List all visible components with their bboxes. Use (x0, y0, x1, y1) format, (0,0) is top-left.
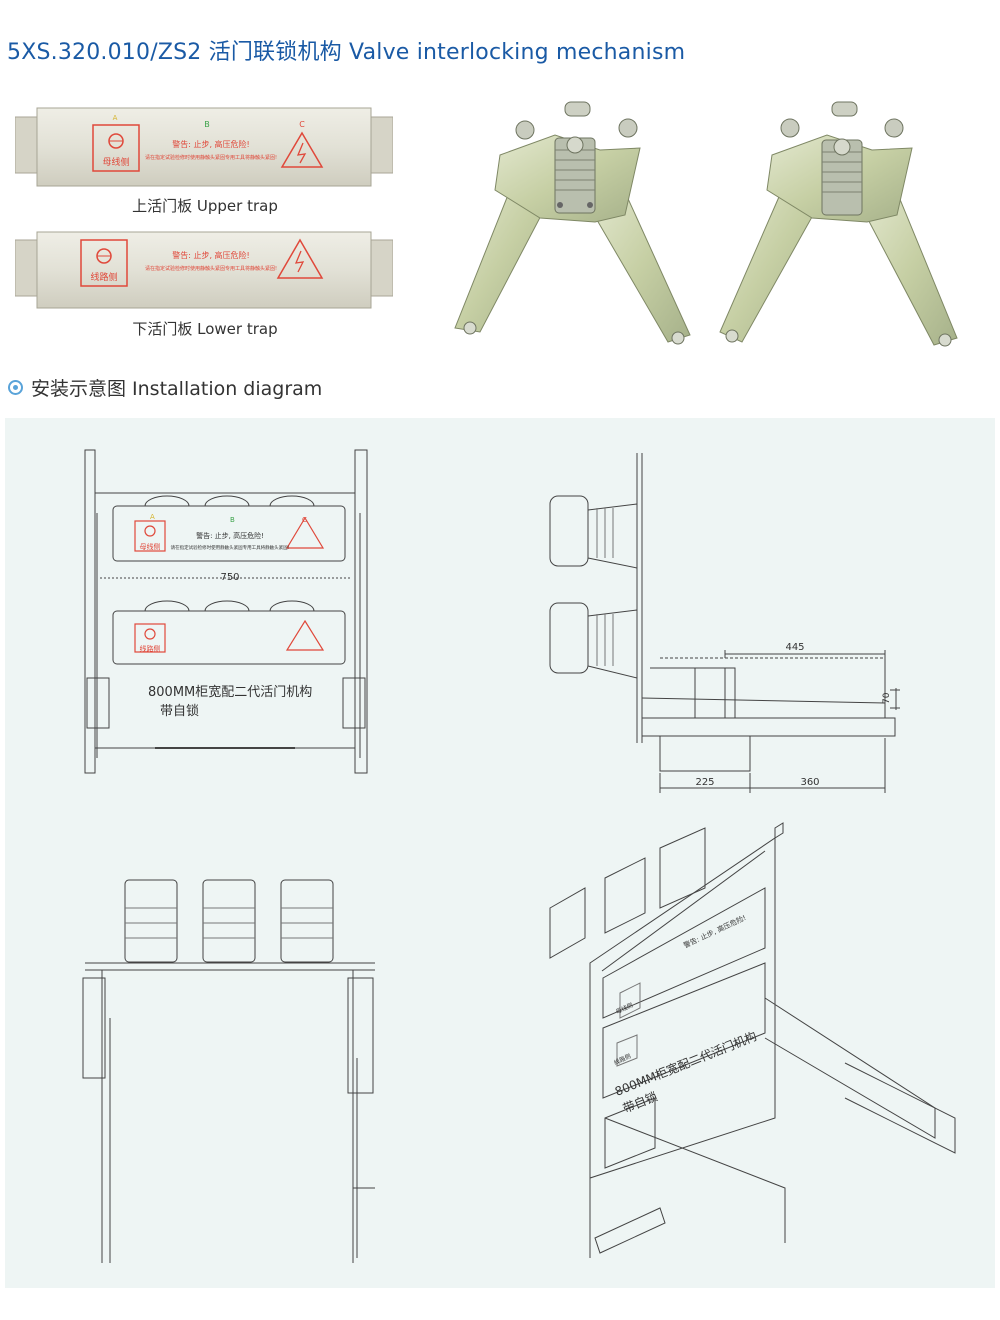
lower-warning-text: 警告: 止步, 高压危险! (172, 250, 250, 260)
front-view-drawing (84, 449, 368, 774)
valve-mechanism-photo-2 (719, 101, 958, 347)
lower-notice-text: 请在指定试验检修时使用静触头紧固专用工具将静触头紧固! (145, 265, 277, 272)
lower-trap-image: 线路侧 警告: 止步, 高压危险! 请在指定试验检修时使用静触头紧固专用工具将静… (15, 231, 393, 309)
front-side-lower: 线路侧 (140, 644, 161, 653)
side-view-drawing (549, 453, 900, 793)
top-view-drawing (82, 879, 375, 1263)
isometric-view-drawing (549, 822, 956, 1258)
iso-side-upper: 母线侧 (614, 1001, 634, 1016)
installation-drawings: A B C 警告: 止步, 高压危险! 请在指定试验检修时使用静触头紧固专用工具… (82, 449, 956, 1263)
iso-warning-text: 警告: 止步, 高压危险! (682, 913, 747, 950)
label-a: A (113, 114, 118, 122)
side-dim-225: 225 (695, 777, 714, 788)
section-heading: 安装示意图 Installation diagram (8, 374, 322, 401)
front-model-line2: 带自锁 (160, 703, 199, 719)
upper-trap-caption: 上活门板 Upper trap (132, 197, 278, 215)
side-dim-70: 70 (882, 692, 892, 704)
page-title: 5XS.320.010/ZS2 活门联锁机构 Valve interlockin… (7, 40, 686, 65)
label-c: C (299, 120, 305, 129)
upper-notice-text: 请在指定试验检修时使用静触头紧固专用工具将静触头紧固! (145, 154, 277, 161)
front-side-upper: 母线侧 (140, 542, 161, 551)
side-dim-445: 445 (785, 642, 804, 653)
front-label-b: B (230, 516, 235, 524)
front-model-line1: 800MM柜宽配二代活门机构 (148, 684, 312, 700)
lower-side-label: 线路侧 (90, 271, 117, 283)
section-title: 安装示意图 Installation diagram (31, 378, 323, 400)
upper-high-voltage-icon (280, 131, 324, 168)
iso-model-line1: 800MM柜宽配二代活门机构 (613, 1028, 759, 1099)
front-notice-text: 请在指定试验检修时使用静触头紧固专用工具将静触头紧固! (171, 544, 290, 551)
front-label-a: A (150, 513, 155, 521)
front-dim-750: 750 (220, 572, 239, 583)
upper-warning-text: 警告: 止步, 高压危险! (172, 139, 250, 149)
label-b: B (204, 120, 210, 129)
iso-side-lower: 线路侧 (612, 1052, 632, 1067)
front-warning-text: 警告: 止步, 高压危险! (196, 531, 264, 540)
installation-diagram-area: A B C 警告: 止步, 高压危险! 请在指定试验检修时使用静触头紧固专用工具… (5, 418, 995, 1288)
side-dim-360: 360 (800, 777, 819, 788)
lower-trap-caption: 下活门板 Lower trap (132, 320, 278, 338)
upper-side-label: 母线侧 (102, 156, 129, 168)
bullet-circle-icon (8, 380, 23, 395)
valve-mechanism-photo-1 (454, 101, 691, 345)
lower-high-voltage-icon (276, 238, 324, 279)
upper-trap-image: 母线侧 A B C 警告: 止步, 高压危险! 请在指定试验检修时使用静触头紧固… (15, 107, 393, 187)
front-label-c: C (302, 516, 307, 524)
